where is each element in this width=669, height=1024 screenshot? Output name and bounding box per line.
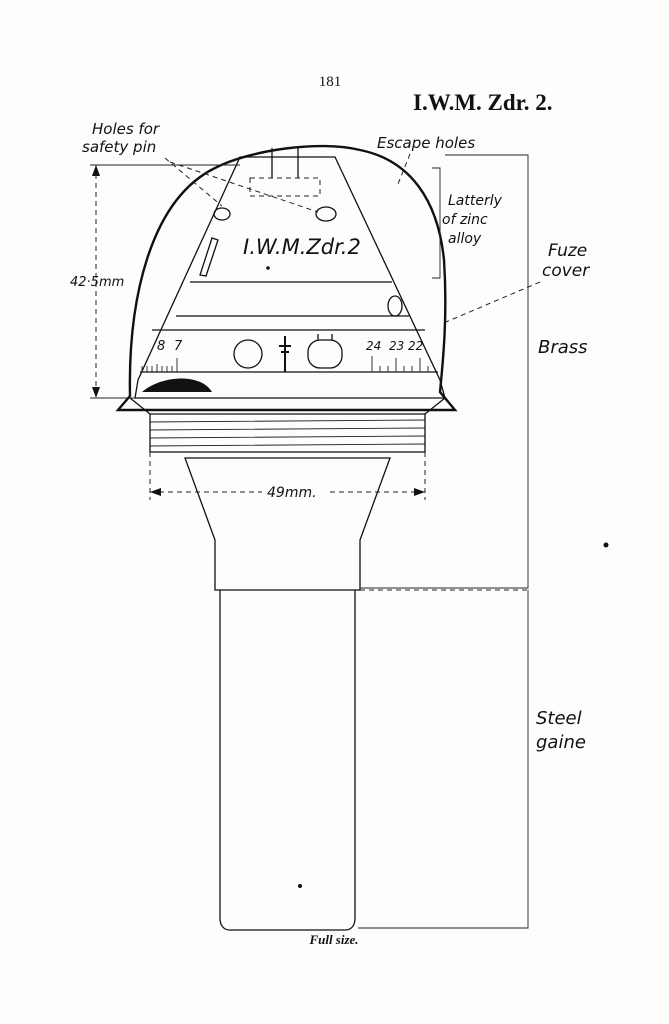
- leader-fuze-cover: [445, 281, 541, 323]
- bracket-lattice: [432, 167, 441, 279]
- left-scale-7: 7: [174, 339, 183, 354]
- setting-plug: [307, 339, 343, 369]
- cap-recess: [249, 177, 321, 197]
- fuze-base: [129, 397, 446, 415]
- label-fuze-cover-1: Fuze: [548, 241, 587, 261]
- fuze-stamp: I.W.M.Zdr.2: [243, 235, 361, 259]
- safety-pin-hole-left: [213, 207, 231, 221]
- page-heading: I.W.M. Zdr. 2.: [413, 90, 553, 115]
- stamp-dot: [266, 266, 270, 270]
- left-scale-8: 8: [157, 339, 165, 354]
- window-slot: [199, 237, 219, 277]
- height-label: 42·5mm: [70, 275, 124, 290]
- label-lattice-1: Latterly: [448, 193, 503, 209]
- width-arrow-right: [414, 488, 425, 496]
- thread-body: [149, 414, 426, 453]
- paper-speck: [603, 542, 609, 548]
- leader-safety-pin-right: [169, 161, 319, 213]
- fuze-cover-outline: [115, 144, 458, 412]
- gaine-mark: [298, 884, 302, 888]
- label-holes-safety-pin-2: safety pin: [82, 138, 156, 156]
- label-steel-gaine-1: Steel: [536, 708, 582, 729]
- width-arrow-left: [150, 488, 161, 496]
- label-brass: Brass: [538, 337, 588, 358]
- index-mark: [279, 336, 291, 372]
- gaine-neck: [184, 457, 391, 591]
- right-scale-ticks: [371, 356, 429, 372]
- height-arrow-top: [92, 165, 100, 176]
- setting-knob: [233, 339, 263, 369]
- width-label-bg: [262, 482, 330, 500]
- label-steel-gaine-2: gaine: [536, 732, 586, 753]
- steel-gaine-tube: [219, 590, 356, 931]
- left-scale-ticks: [141, 358, 178, 372]
- label-holes-safety-pin-1: Holes for: [92, 120, 160, 138]
- safety-pin-hole-right: [315, 206, 337, 222]
- label-escape-holes: Escape holes: [377, 134, 475, 152]
- leader-escape-holes: [397, 153, 411, 185]
- figure-caption: Full size.: [308, 932, 358, 947]
- label-lattice-3: alloy: [448, 231, 482, 247]
- width-label: 49mm.: [267, 485, 317, 501]
- thread-lines: [149, 419, 426, 447]
- leader-safety-pin-left: [164, 157, 223, 207]
- bracket-brass: [360, 154, 529, 589]
- height-arrow-bottom: [92, 387, 100, 398]
- page-number: 181: [319, 74, 342, 90]
- bracket-steel-gaine: [358, 590, 529, 929]
- escape-hole-side: [387, 295, 403, 317]
- setting-indicator: [142, 378, 212, 392]
- right-scale-22: 22: [408, 339, 423, 353]
- right-scale-23: 23: [389, 339, 404, 353]
- label-lattice-2: of zinc: [442, 212, 488, 228]
- label-fuze-cover-2: cover: [542, 261, 590, 281]
- right-scale-24: 24: [366, 339, 381, 353]
